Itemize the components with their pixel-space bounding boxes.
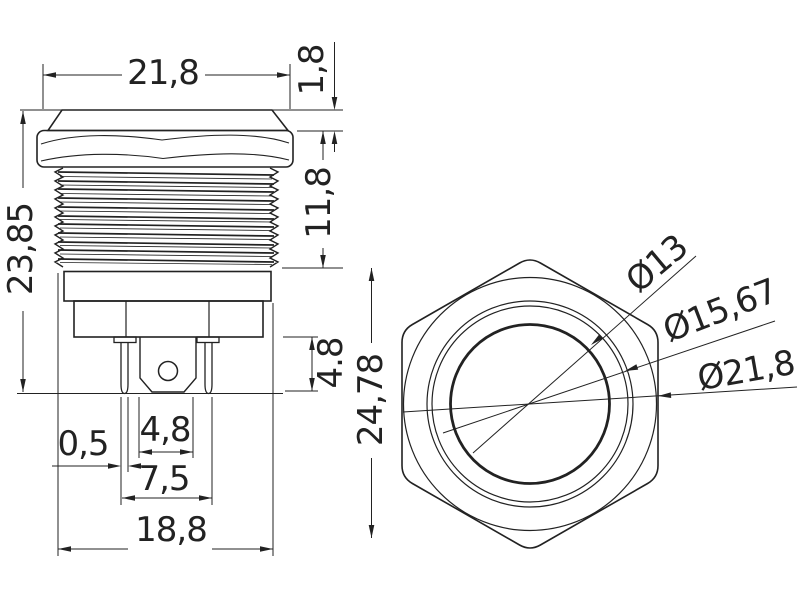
dim-terminal-span: 7,5 [120, 397, 213, 505]
dim-button-diameter-label: Ø13 [618, 227, 695, 301]
dim-button-diameter: Ø13 [472, 227, 697, 454]
flange-reflection-line [40, 134, 290, 145]
thread-section [53, 167, 280, 268]
dim-hex-overall-height-label: 24,78 [351, 354, 391, 446]
thread-root-lines [59, 176, 273, 265]
dim-terminal-thickness: 0,5 [52, 397, 152, 472]
dim-terminal-span-label: 7,5 [138, 459, 189, 499]
dim-body-width-label: 18,8 [135, 510, 207, 550]
button-cap [46, 109, 290, 132]
bezel-chamfer-circle [426, 300, 634, 508]
dim-bezel-outer-diameter: Ø21,8 [402, 343, 798, 413]
hex-bezel-outline [401, 259, 659, 549]
dim-terminal-length: 4.8 [283, 336, 351, 392]
center-block-hole [157, 360, 179, 382]
dim-hex-overall-height: 24,78 [351, 268, 391, 538]
dim-bezel-outer-diameter-label: Ø21,8 [695, 343, 798, 399]
dim-cap-width-label: 21,8 [127, 53, 199, 93]
switch-base [73, 300, 264, 338]
dim-overall-height: 23,85 [1, 111, 41, 392]
bezel-flange [36, 129, 294, 168]
flange-reflection-line [40, 153, 290, 162]
dim-body-width: 18,8 [57, 273, 274, 556]
terminal-left [113, 336, 137, 395]
dim-overall-height-label: 23,85 [1, 203, 41, 295]
dim-thread-length-label: 11,8 [299, 167, 339, 239]
bezel-inner-circle [431, 305, 629, 503]
side-view [17, 109, 343, 395]
switch-body [63, 270, 272, 302]
dim-cap-lip-height-label: 1,8 [292, 44, 332, 95]
thread-crest-lines [57, 171, 275, 263]
terminal-right [196, 336, 220, 395]
dim-cap-width: 21,8 [42, 53, 291, 109]
dim-center-block-width-label: 4,8 [139, 410, 190, 450]
dim-thread-length: 11,8 [282, 131, 343, 269]
bezel-outer-circle [402, 276, 658, 532]
dim-center-block-width: 4,8 [138, 397, 194, 458]
center-block [139, 337, 197, 393]
dim-terminal-length-label: 4.8 [311, 337, 351, 388]
thread-edge-left [53, 167, 65, 268]
button-circle [449, 323, 611, 485]
dim-terminal-thickness-label: 0,5 [57, 424, 108, 464]
front-view: Ø13 Ø15,67 Ø21,8 24,78 [351, 227, 798, 549]
dim-cap-lip-height: 1,8 [292, 42, 343, 152]
dim-bezel-inner-diameter-label: Ø15,67 [658, 271, 783, 351]
